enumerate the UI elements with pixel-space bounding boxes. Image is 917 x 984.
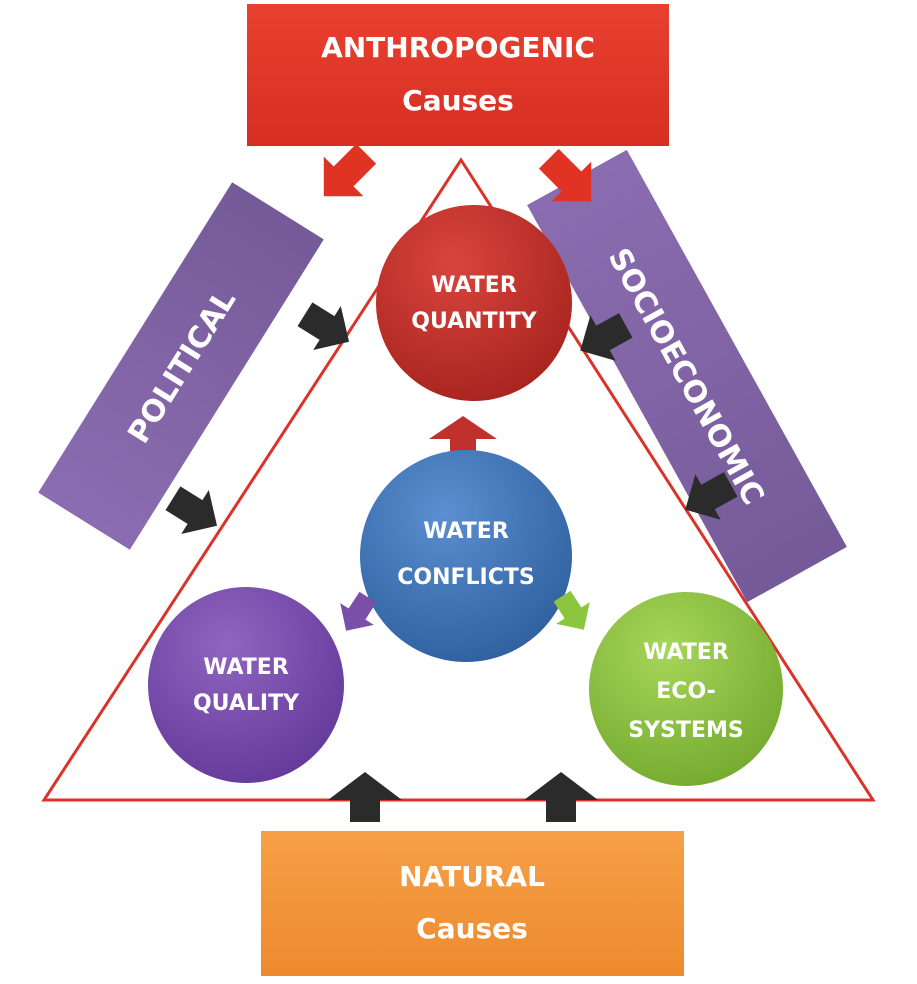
natural-title: NATURAL [399,860,545,893]
anthropogenic-subtitle: Causes [402,84,514,117]
block-arrow-icon [297,302,350,351]
block-arrow-icon [524,772,598,822]
socioeconomic-bar: SOCIOECONOMIC [527,149,847,603]
water-conflicts-circle: WATER CONFLICTS [360,450,572,662]
block-arrow-icon [340,591,377,631]
natural-causes-box: NATURAL Causes [261,831,684,976]
block-arrow-icon [323,143,377,197]
natural-subtitle: Causes [416,912,528,945]
water-quantity-line1: WATER [431,273,517,298]
block-arrow-icon [328,772,402,822]
water-ecosystems-line2: ECO- [656,679,715,704]
water-quality-circle: WATER QUALITY [148,587,344,783]
water-ecosystems-line3: SYSTEMS [628,718,743,743]
anthropogenic-title: ANTHROPOGENIC [321,31,595,64]
water-quantity-circle: WATER QUANTITY [376,205,572,401]
water-quality-line2: QUALITY [193,691,300,716]
block-arrow-icon [429,416,497,456]
water-conflicts-line1: WATER [423,519,509,544]
block-arrow-icon [685,472,738,520]
water-ecosystems-line1: WATER [643,640,729,665]
triangle-outline [41,157,876,802]
anthropogenic-causes-box: ANTHROPOGENIC Causes [247,4,669,146]
block-arrow-icon [165,486,218,535]
water-ecosystems-circle: WATER ECO- SYSTEMS [589,592,783,786]
block-arrow-icon [553,590,590,630]
water-quality-line1: WATER [203,655,289,680]
block-arrow-icon [580,313,633,361]
water-quantity-line2: QUANTITY [411,309,538,334]
water-conflicts-line2: CONFLICTS [397,565,535,590]
block-arrow-icon [538,148,592,202]
